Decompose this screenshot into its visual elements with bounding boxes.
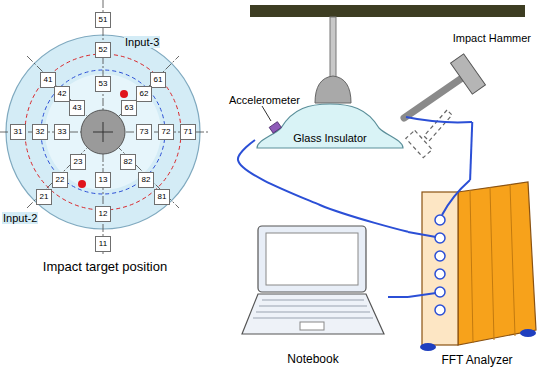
callout-number: 72 xyxy=(162,127,171,136)
callout-number: 41 xyxy=(44,75,53,84)
callout-number: 12 xyxy=(99,209,108,218)
impact-point-box: 73 xyxy=(136,124,152,140)
part-name: Impact Hammer xyxy=(453,32,531,45)
fft-analyzer-device xyxy=(420,182,536,351)
impact-target-disc: Impact target position 51 52 41 61 53 42 62 43 63… xyxy=(0,0,210,280)
impact-point-box: 82 xyxy=(120,154,136,170)
input-label: Input-2 xyxy=(2,212,38,224)
label-anchor: Accelerometer xyxy=(228,90,301,108)
callout-number: 11 xyxy=(99,239,107,248)
part-name: Glass Insulator xyxy=(293,132,366,145)
impact-point-box: 71 xyxy=(180,124,196,140)
impact-point-box: 63 xyxy=(121,100,137,116)
ceiling-bar xyxy=(250,5,525,17)
callout-number: 82 xyxy=(142,175,151,184)
hanging-rod xyxy=(330,17,336,79)
impact-point-box: 52 xyxy=(95,42,111,58)
impact-point-box: 32 xyxy=(32,124,48,140)
callout-number: 71 xyxy=(184,127,193,136)
notebook-computer xyxy=(242,226,384,334)
impact-point-box: 72 xyxy=(158,124,174,140)
impact-point-box: 51 xyxy=(95,12,111,28)
port-cable-stub xyxy=(408,180,470,297)
callout-number: 63 xyxy=(125,103,134,112)
label-anchor: Input-3 xyxy=(124,32,160,50)
impact-point-box: 61 xyxy=(150,72,166,88)
callout-number: 51 xyxy=(99,15,108,24)
callout-number: 82 xyxy=(124,157,133,166)
label-anchor: Input-2 xyxy=(2,208,38,226)
impact-point-box: 11 xyxy=(95,236,111,252)
impact-point-box: 82 xyxy=(138,172,154,188)
hammer-head xyxy=(451,54,486,94)
impact-point-box: 42 xyxy=(54,86,70,102)
impact-point-box: 12 xyxy=(95,206,111,222)
impact-point-box: 23 xyxy=(70,154,86,170)
callout-number: 13 xyxy=(99,175,108,184)
callout-number: 81 xyxy=(158,192,167,201)
callout-number: 73 xyxy=(140,127,149,136)
callout-number: 62 xyxy=(140,89,149,98)
impact-point-box: 62 xyxy=(136,86,152,102)
hammer-cable xyxy=(406,117,472,122)
part-name: FFT Analyzer xyxy=(441,354,512,368)
impact-point-box: 33 xyxy=(54,124,70,140)
hammer-strike-outline xyxy=(406,110,452,158)
callout-number: 21 xyxy=(40,192,49,201)
insulator-cap xyxy=(315,76,351,103)
impact-hammer: Impact Hammer xyxy=(398,32,533,122)
callout-number: 53 xyxy=(99,79,108,88)
callout-number: 33 xyxy=(58,127,67,136)
signal-cable xyxy=(238,140,408,232)
impact-point-box: 13 xyxy=(95,172,111,188)
fft-analyzer: FFT Analyzer xyxy=(408,180,546,372)
impact-point-box: 31 xyxy=(10,124,26,140)
notebook: Notebook xyxy=(238,222,388,372)
callout-number: 22 xyxy=(56,175,65,184)
callout-number: 61 xyxy=(154,75,163,84)
impact-point-box: 43 xyxy=(69,100,85,116)
leader-line xyxy=(262,106,271,121)
callout-number: 23 xyxy=(74,157,83,166)
callout-number: 42 xyxy=(58,89,67,98)
part-label: Accelerometer xyxy=(228,94,301,106)
signal-cable xyxy=(470,122,472,180)
input-label: Input-3 xyxy=(124,36,160,48)
callout-number: 43 xyxy=(73,103,82,112)
callout-number: 32 xyxy=(36,127,45,136)
impact-point-box: 81 xyxy=(154,189,170,205)
impact-point-box: 53 xyxy=(95,76,111,92)
callout-number: 31 xyxy=(14,127,23,136)
glass-insulator: Glass Insulator xyxy=(255,100,405,150)
hammer-handle xyxy=(404,78,462,118)
impact-point-box: 21 xyxy=(36,189,52,205)
callout-number: 52 xyxy=(99,45,108,54)
signal-cable xyxy=(388,296,408,298)
part-name: Impact target position xyxy=(43,260,167,275)
impact-point-box: 22 xyxy=(52,172,68,188)
part-name: Notebook xyxy=(287,353,338,367)
